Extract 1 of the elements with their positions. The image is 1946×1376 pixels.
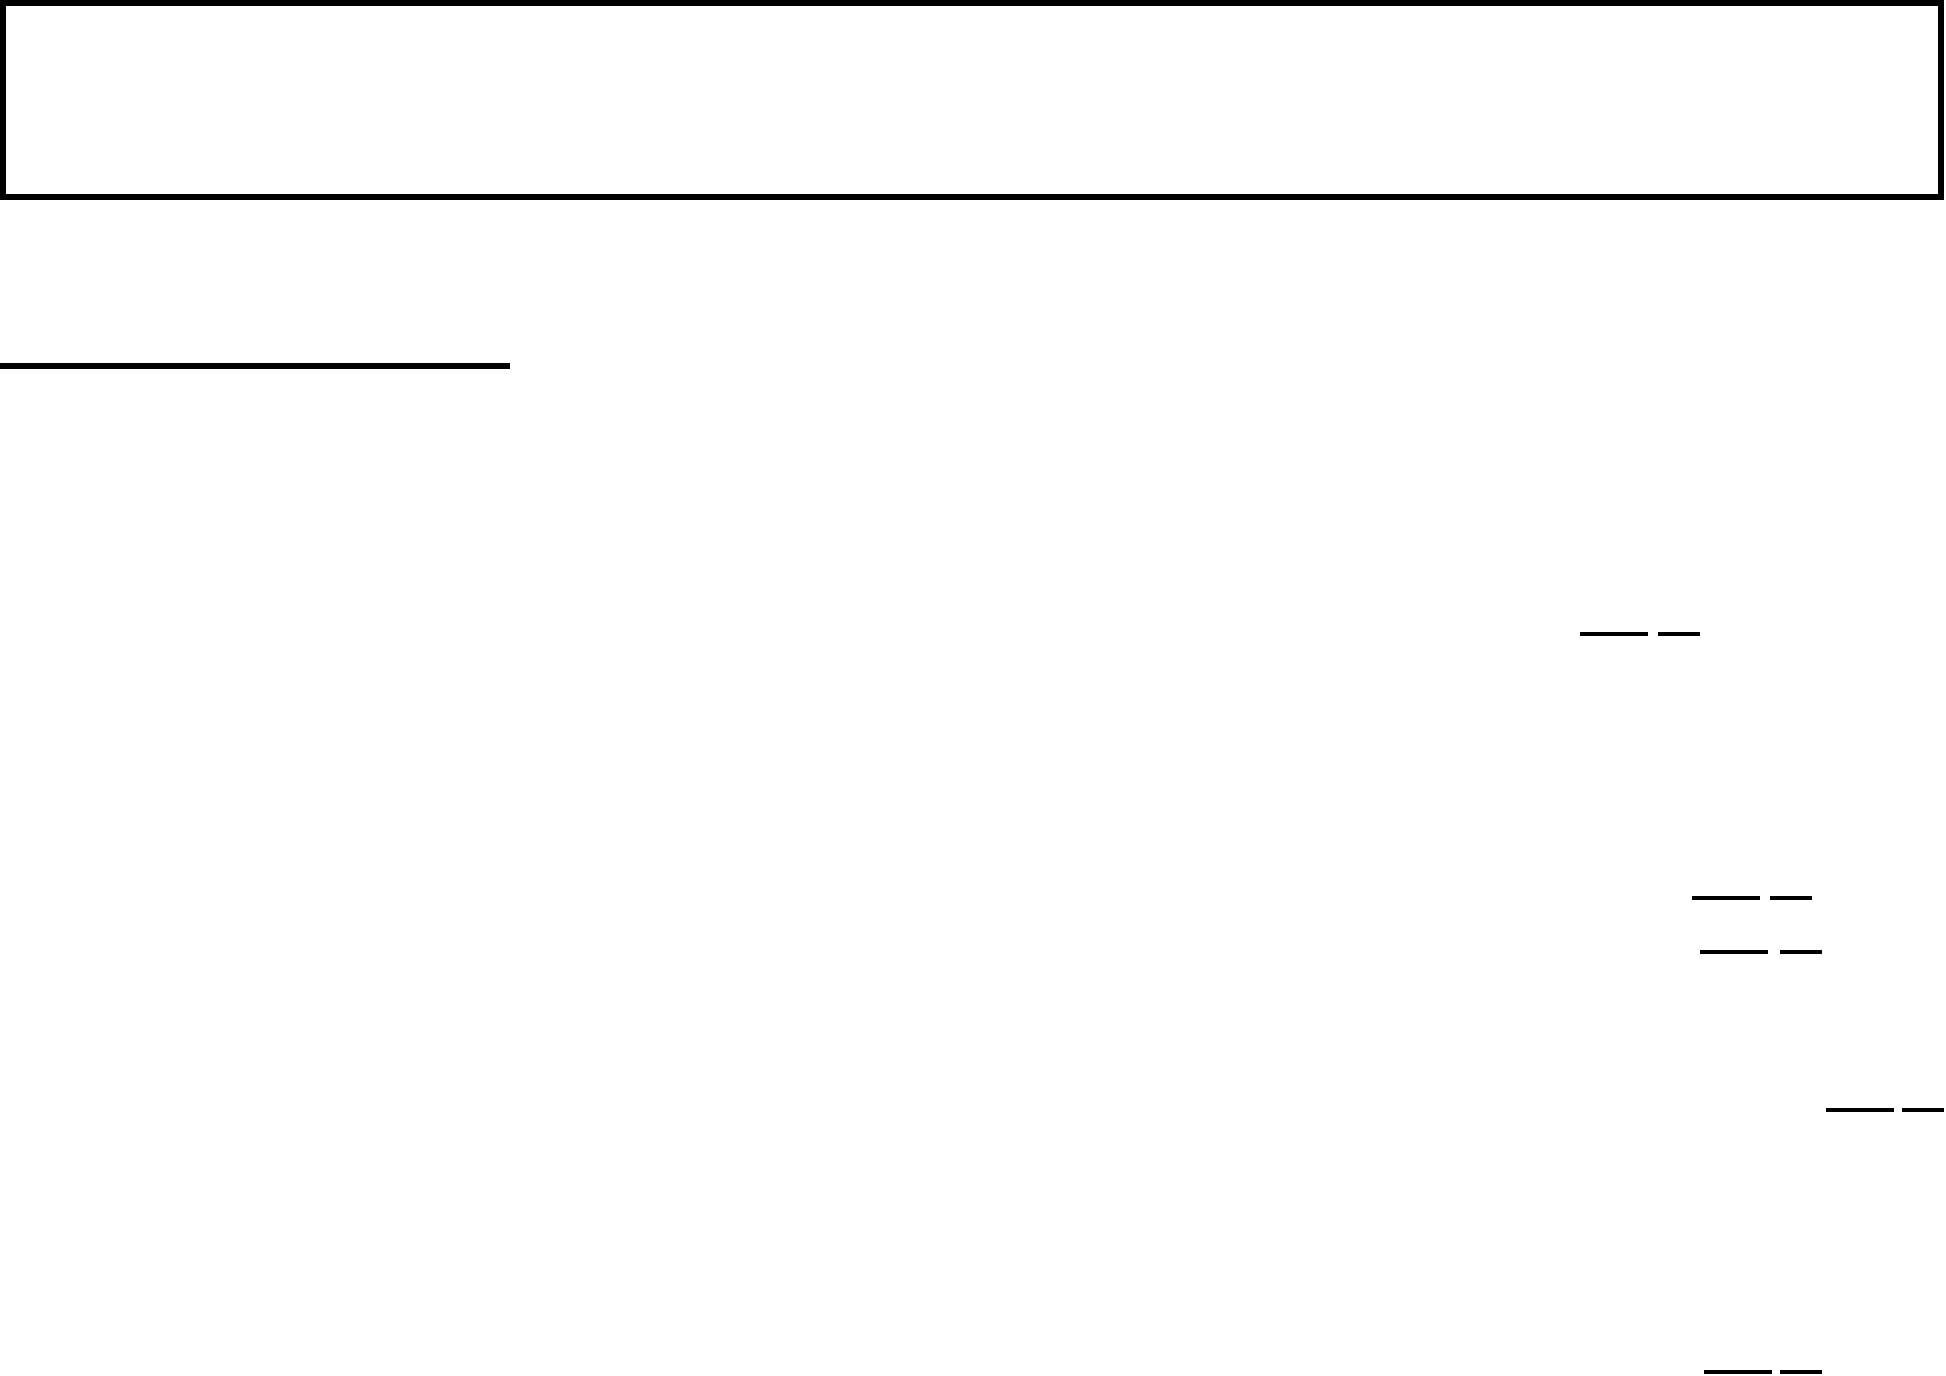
empty-box: [0, 0, 1944, 200]
